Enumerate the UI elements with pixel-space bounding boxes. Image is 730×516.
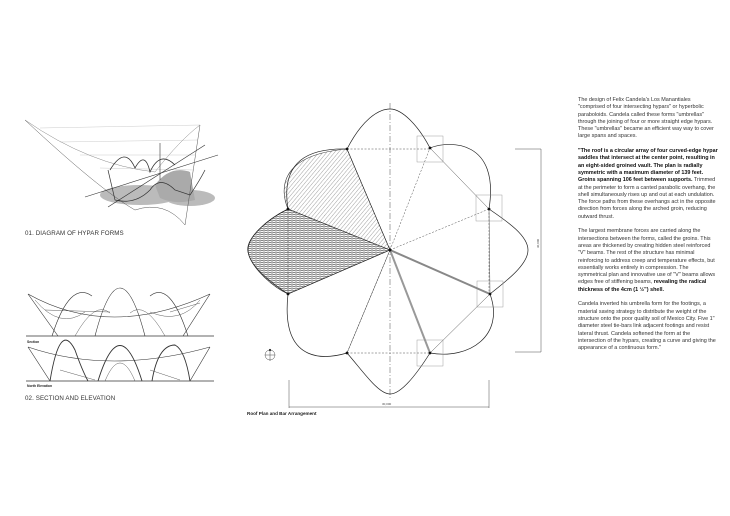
description-column: The design of Felix Candela's Los Manant… (578, 97, 718, 360)
elevation-label: North Elevation (27, 384, 53, 388)
section-label: Section (27, 340, 40, 344)
hypar-diagram (24, 119, 219, 226)
paragraph-2-bold: "The roof is a circular array of four cu… (578, 148, 718, 184)
plan-dimension-horizontal: 30,000 (382, 402, 392, 406)
footing (416, 135, 444, 163)
plan-title: Roof Plan and Bar Arrangement (247, 411, 317, 416)
section-elevation (26, 287, 214, 382)
paragraph-3: The largest membrane forces are carried … (578, 228, 718, 294)
roof-plan (247, 103, 542, 408)
paragraph-4: Candela inverted his umbrella form for t… (578, 301, 716, 352)
paragraph-3-bold: revealing the radical thickness of the 4… (578, 279, 707, 293)
paragraph-2-rest: Trimmed at the perimeter to form a cante… (578, 177, 716, 220)
paragraph-2: "The roof is a circular array of four cu… (578, 148, 718, 221)
dimension-vertical (515, 148, 542, 353)
paragraph-3-text: The largest membrane forces are carried … (578, 228, 716, 286)
diagram2-caption: 02. SECTION AND ELEVATION (25, 395, 116, 402)
footing (476, 280, 504, 308)
tie-bar (389, 249, 431, 354)
north-arrow-icon (264, 348, 276, 361)
dimension-horizontal (288, 380, 490, 408)
footing (416, 339, 444, 367)
footing (475, 194, 503, 222)
paragraph-1: The design of Felix Candela's Los Manant… (578, 97, 714, 140)
diagram1-caption: 01. DIAGRAM OF HYPAR FORMS (25, 230, 124, 237)
plan-dimension-vertical: 30,000 (536, 238, 540, 248)
tie-bar (389, 249, 491, 295)
